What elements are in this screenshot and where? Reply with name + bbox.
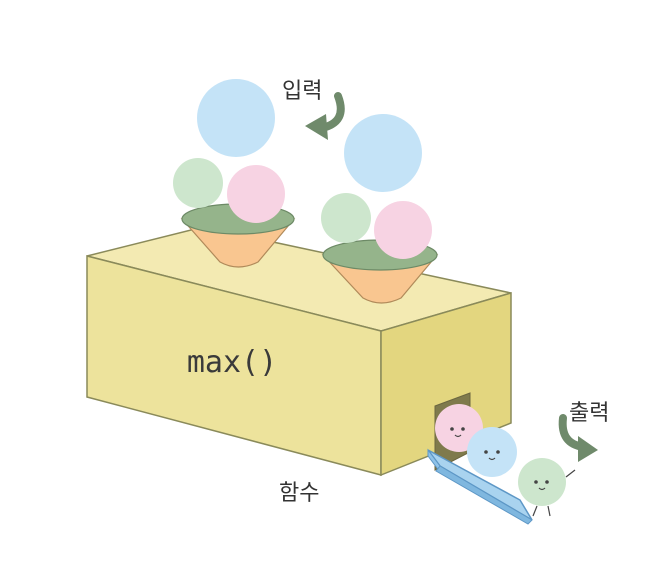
ball-pink-left — [227, 165, 285, 223]
output-ball-blue — [467, 427, 517, 477]
ball-blue-right — [344, 114, 422, 192]
function-label: 함수 — [279, 481, 319, 506]
ball-pink-right — [374, 201, 432, 259]
output-ball-green — [518, 458, 576, 517]
ball-blue-left — [197, 79, 275, 157]
output-chute — [427, 448, 533, 525]
output-label: 출력 — [569, 401, 609, 426]
input-label: 입력 — [282, 79, 322, 104]
curved-arrow-icon — [558, 414, 598, 462]
ball-green-right — [321, 193, 371, 243]
function-name-label: max() — [187, 345, 277, 380]
ball-green-left — [173, 158, 223, 208]
curved-arrow-icon — [305, 92, 345, 140]
